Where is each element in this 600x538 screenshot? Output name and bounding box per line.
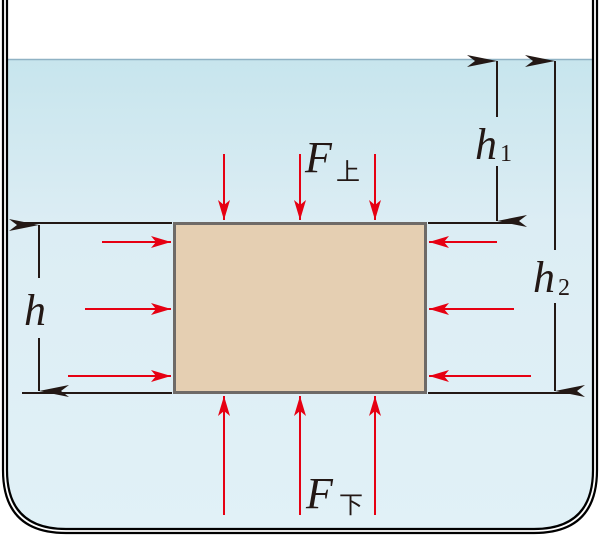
right-force-arrows [429,236,531,382]
label-f-top-subscript: 上 [336,158,360,186]
left-force-arrows [68,236,171,382]
label-h1-subscript: 1 [500,141,512,167]
top-force-arrows [218,154,381,220]
submerged-block [173,222,427,394]
label-h2-subscript: 2 [558,275,570,301]
label-h1: h [475,120,497,169]
label-f-bottom: F [305,469,334,518]
label-f-bottom-subscript: 下 [339,491,363,519]
label-h2: h [533,253,555,302]
label-h: h [24,286,46,335]
bottom-force-arrows [218,396,381,515]
label-f-top: F [304,133,333,182]
